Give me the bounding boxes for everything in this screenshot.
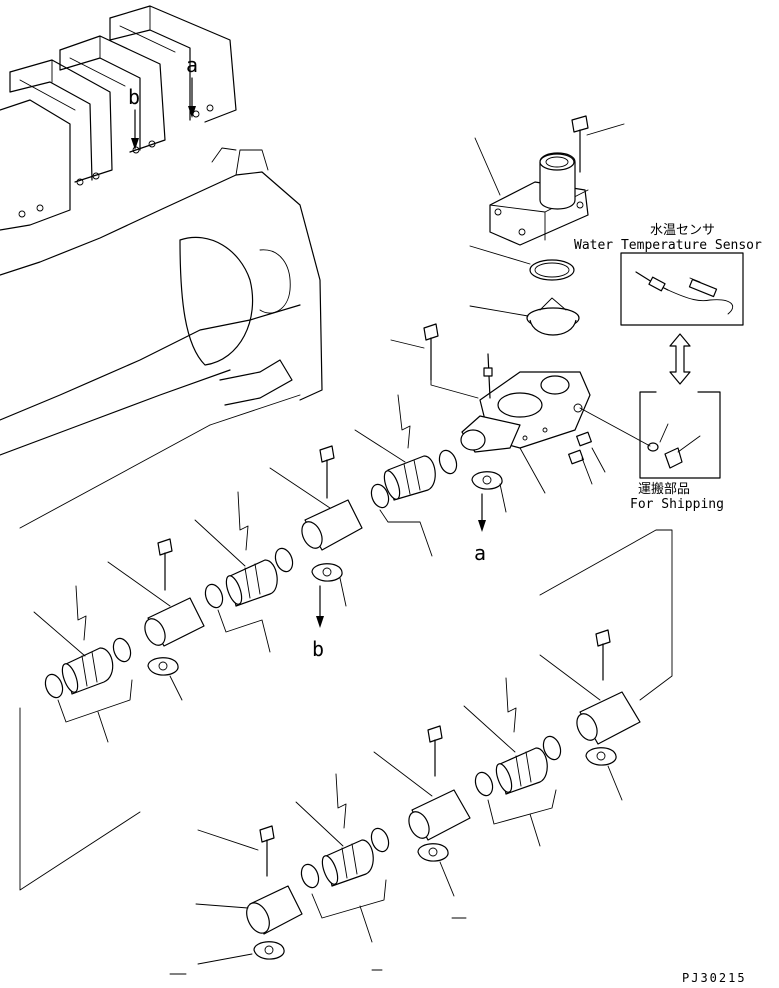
- pipe-1: [269, 467, 363, 551]
- engine-block: [0, 5, 323, 529]
- gasket-3: [147, 657, 183, 701]
- gasket-6: [197, 941, 285, 965]
- cover-bolt: [571, 115, 625, 173]
- housing-plug-1: [568, 449, 593, 485]
- sensor-label-en: Water Temperature Sensor: [574, 238, 762, 253]
- drawing-code: PJ30215: [682, 971, 747, 985]
- hose-connector-5: [295, 773, 390, 943]
- callout-b-top: b: [128, 85, 140, 109]
- pipe-bolt-3: [595, 629, 611, 681]
- gasket-a: a: [471, 471, 507, 565]
- pipe-bolt-1: [319, 445, 335, 499]
- gasket-b: b: [311, 563, 347, 661]
- pipe-end-right: [539, 654, 641, 745]
- hose-connector-1: [354, 394, 458, 557]
- pipe-bolt-4: [427, 725, 443, 777]
- thermostat-cover: [474, 137, 589, 246]
- engine-callout-a: a: [186, 53, 198, 118]
- thermostat-housing: [460, 371, 591, 494]
- pipe-3: [373, 751, 471, 841]
- pipe-bolt-5: [197, 825, 275, 877]
- shipping-label-jp: 運搬部品: [638, 482, 690, 497]
- shipping-parts: 運搬部品 For Shipping: [579, 391, 724, 512]
- pipe-2: [107, 561, 205, 647]
- gasket-4: [585, 747, 623, 801]
- shipping-label-en: For Shipping: [630, 497, 724, 512]
- hose-connector-2: [194, 491, 294, 653]
- housing-stud: [483, 353, 493, 399]
- callout-a-top: a: [186, 53, 198, 77]
- callout-a-lower: a: [474, 541, 486, 565]
- housing-bolt: [390, 323, 479, 399]
- double-arrow: [669, 333, 691, 385]
- pipe-bolt-2: [157, 538, 173, 591]
- thermostat: [469, 297, 580, 336]
- callout-b-lower: b: [312, 637, 324, 661]
- end-cap: [195, 885, 303, 935]
- hose-connector-4: [463, 677, 562, 847]
- o-ring: [469, 245, 575, 281]
- water-temp-sensor: 水温センサ Water Temperature Sensor: [574, 223, 762, 326]
- gasket-5: [417, 843, 455, 897]
- hose-connector-3: [33, 585, 133, 743]
- sensor-label-jp: 水温センサ: [650, 223, 715, 238]
- engine-callout-b: b: [128, 85, 140, 150]
- housing-plug-2: [576, 431, 606, 473]
